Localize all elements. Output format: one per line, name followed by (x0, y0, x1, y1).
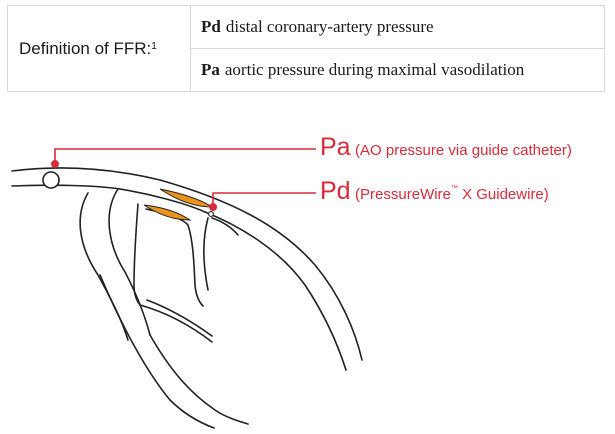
circumflex-outer-wall (99, 274, 215, 429)
pd-callout-desc: (PressureWire™ X Guidewire) (355, 185, 549, 203)
circumflex-inner-wall (149, 334, 249, 425)
lesion-lower (143, 204, 192, 221)
pd-callout: Pd (PressureWire™ X Guidewire) (320, 177, 549, 206)
term-pd: Pd (201, 17, 221, 36)
pd-callout-desc-pre: (PressureWire (355, 186, 451, 203)
catheter-lower-wall (11, 184, 121, 190)
vessel-outlines (11, 167, 363, 429)
footnote-marker: 1 (151, 41, 157, 52)
trademark-mark: ™ (450, 185, 458, 192)
pa-callout-abbr: Pa (320, 133, 351, 161)
pa-callout: Pa (AO pressure via guide catheter) (320, 133, 572, 162)
term-pa-text: aortic pressure during maximal vasodilat… (224, 60, 525, 79)
diagonal-branch-cross (139, 304, 213, 343)
pd-callout-desc-post: X Guidewire) (457, 186, 549, 203)
pressure-branch-right (211, 217, 239, 236)
pressure-sensor (208, 211, 214, 217)
definition-row-pd: Pd distal coronary-artery pressure (191, 6, 604, 48)
ffr-definition-table: Definition of FFR:1 Pd distal coronary-a… (7, 5, 605, 92)
pd-leader-line (212, 192, 316, 206)
term-pd-text: distal coronary-artery pressure (225, 17, 434, 36)
diagonal-branch-left (133, 203, 141, 306)
diagonal-branch-lower (146, 299, 213, 337)
left-main-lower-wall (119, 188, 206, 213)
term-pa: Pa (201, 60, 220, 79)
pd-callout-abbr: Pd (320, 177, 351, 205)
definition-rows: Pd distal coronary-artery pressure Pa ao… (191, 6, 604, 91)
callout-leaders (54, 148, 316, 206)
diagonal-branch-upper (145, 208, 204, 307)
main-artery-inner-wall (204, 211, 347, 371)
pd-marker-dot (209, 203, 217, 211)
pressure-branch-left (203, 217, 209, 291)
guide-catheter-tip (42, 171, 60, 189)
pa-marker-dot (51, 160, 59, 168)
catheter-upper-wall (11, 167, 363, 361)
definition-label-text: Definition of FFR: (19, 38, 152, 58)
branch-tube-b (108, 188, 151, 336)
pa-callout-desc: (AO pressure via guide catheter) (355, 142, 572, 159)
definition-row-pa: Pa aortic pressure during maximal vasodi… (191, 48, 604, 91)
definition-label: Definition of FFR:1 (8, 6, 191, 91)
pa-leader-line (54, 148, 316, 162)
